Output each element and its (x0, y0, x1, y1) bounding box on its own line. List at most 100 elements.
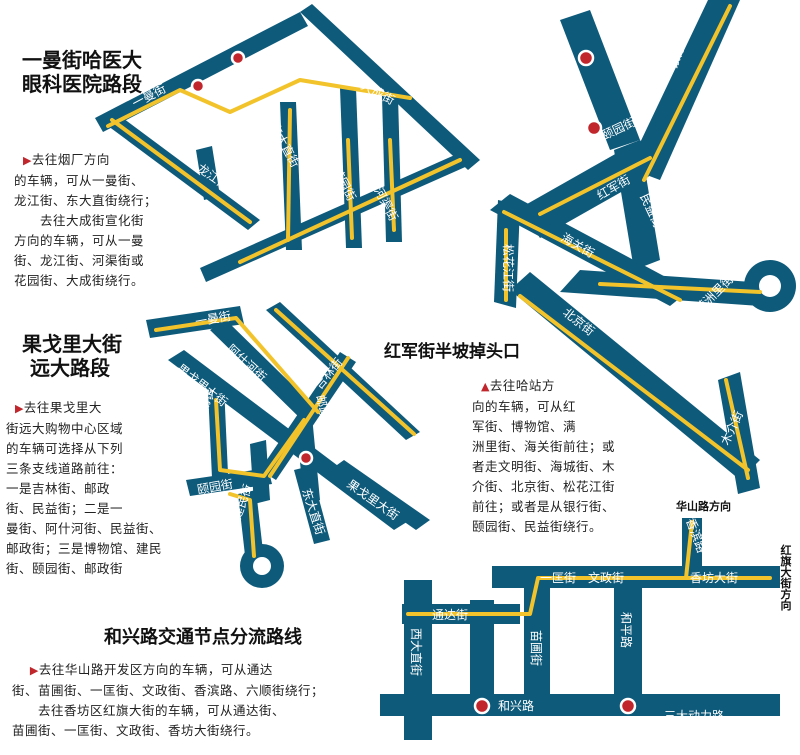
label-sanda: 三大动力路 (664, 708, 724, 723)
node-hexing (619, 697, 637, 715)
body-guoge-l5: 街、民益街；二是一 (6, 501, 124, 516)
label-yiman2: 一曼街 (194, 309, 232, 329)
title-hexing: 和兴路交通节点分流路线 (104, 627, 302, 648)
title-yiman-line2: 眼科医院路段 (22, 72, 142, 97)
road-yiman2 (146, 306, 244, 338)
node-yiyuan (577, 49, 595, 67)
body-hexing-l2: 去往香坊区红旗大街的车辆，可从通达街、 (12, 703, 286, 718)
route-guoge-5 (228, 492, 256, 558)
body-hongjun-l0: ▲去往哈站方 (480, 378, 555, 393)
title-yiman-line1: 一曼街哈医大 (22, 48, 142, 72)
body-hexing-l3: 苗圃街、一匡街、文政街、香坊大街绕行。 (12, 723, 260, 738)
road-dongda2 (294, 466, 330, 544)
body-hongjun-l4: 者走文明街、海城街、木 (472, 459, 616, 474)
road-xida (404, 580, 432, 740)
label-hongqi-direction: 红旗大街方向 (780, 544, 792, 612)
body-guoge-l2: 的车辆可选择从下列 (6, 441, 124, 456)
triangle-icon: ▲ (480, 380, 490, 393)
title-hongjun: 红军街半坡掉头口 (384, 342, 520, 362)
road-ashihe (210, 320, 320, 422)
route-guoge-4 (214, 398, 306, 478)
body-hongjun-l3: 洲里街、海关街前往；或 (472, 439, 616, 454)
road-dongda (280, 102, 302, 250)
label-yiyuan2: 颐园街 (196, 477, 234, 497)
body-guoge-l8: 街、颐园街、邮政街 (6, 561, 124, 576)
route-manzhou (598, 282, 762, 294)
body-hexing: ▶去往华山路开发区方向的车辆，可从通达 街、苗圃街、一匡街、文政街、香滨路、六顺… (12, 660, 324, 741)
node-hongjun (585, 119, 603, 137)
body-guoge: ▶去往果戈里大 街远大购物中心区域 的车辆可选择从下列 三条支线道路前往： 一是… (6, 398, 162, 579)
label-tongda: 通达街 (432, 608, 468, 622)
body-guoge-l7: 邮政街；三是博物馆、建民 (6, 541, 163, 556)
route-hequ (388, 138, 396, 232)
body-hongjun-l1: 向的车辆，可从红 (472, 399, 577, 414)
route-hongjun (538, 156, 652, 216)
road-yiyuan (560, 10, 640, 150)
body-yiman: ▶去往烟厂方向 的车辆，可从一曼街、 龙江街、东大直街绕行； 去往大成街宣化街 … (14, 150, 157, 291)
triangle-icon: ▶ (22, 154, 32, 167)
body-hongjun: ▲去往哈站方 向的车辆，可从红 军街、博物馆、满 洲里街、海关街前往；或 者走文… (472, 376, 615, 537)
label-xiangfang: 香坊大街 (690, 570, 738, 585)
node-hexing-west (473, 697, 491, 715)
roundabout-2-center (253, 557, 271, 575)
body-yiman-l3: 去往大成街宣化街 (14, 213, 145, 228)
route-dongda (286, 108, 292, 242)
label-miaopu: 苗圃街 (529, 630, 543, 666)
road-beijing (510, 272, 760, 480)
body-yiman-l0: ▶去往烟厂方向 (22, 152, 110, 167)
body-yiman-l2: 龙江街、东大直街绕行； (14, 193, 158, 208)
label-xida: 西大直街 (409, 628, 423, 676)
label-huashan-direction: 华山路方向 (676, 500, 731, 513)
body-guoge-l3: 三条支线道路前往： (6, 461, 124, 476)
roundabout-center (759, 275, 781, 297)
body-hongjun-l7: 颐园街、民益街绕行。 (472, 519, 603, 534)
label-yikuang: 一匡街 (540, 571, 576, 585)
label-heping: 和平路 (619, 612, 634, 648)
body-hexing-l0: ▶去往华山路开发区方向的车辆，可从通达 (29, 662, 273, 677)
body-yiman-l6: 花园街、大成街绕行。 (14, 273, 145, 288)
route-huayuan (346, 138, 354, 240)
body-hongjun-l2: 军街、博物馆、满 (472, 419, 577, 434)
road-left (470, 600, 494, 704)
node-yuanda (298, 450, 314, 466)
title-guoge-line2: 远大路段 (30, 356, 110, 381)
body-yiman-l4: 方向的车辆，可从一曼 (14, 233, 145, 248)
body-yiman-l1: 的车辆，可从一曼街、 (14, 173, 145, 188)
triangle-icon: ▶ (14, 402, 24, 415)
body-guoge-l0: ▶去往果戈里大 (14, 400, 102, 415)
body-guoge-l1: 街远大购物中心区域 (6, 421, 124, 436)
road-yiman (95, 12, 308, 132)
route-mujie (724, 378, 750, 480)
route-guoge-1 (154, 316, 320, 414)
route-yiman (106, 78, 412, 128)
body-hexing-l1: 街、苗圃街、一匡街、文政街、香滨路、六顺街绕行； (12, 683, 325, 698)
triangle-icon: ▶ (29, 664, 39, 677)
title-yiman: 一曼街哈医大 眼科医院路段 (22, 48, 142, 97)
label-wenzheng: 文政街 (588, 570, 624, 585)
node-hospital (230, 50, 246, 66)
title-guoge: 果戈里大街 远大路段 (22, 332, 122, 381)
body-hongjun-l5: 介街、北京街、松花江街 (472, 479, 616, 494)
route-guoge-2 (268, 356, 350, 478)
route-yinhang (642, 4, 732, 182)
route-guoge-3 (274, 308, 416, 436)
road-heping (614, 574, 642, 712)
label-hexing: 和兴路 (498, 698, 534, 713)
body-guoge-l4: 一是吉林街、邮政 (6, 481, 111, 496)
route-longjiang (110, 118, 252, 224)
region-hexing-map: 一匡街 文政街 香坊大街 香滨路 通达街 和兴路 三大动力路 西大直街 苗圃街 … (380, 516, 780, 740)
route-beijing (518, 294, 750, 472)
route-tongda (406, 520, 694, 616)
label-dongda2: 东大直街 (299, 487, 327, 537)
label-songhua: 松花江街 (501, 244, 516, 292)
route-bottom (238, 158, 462, 264)
road-guoge-low (330, 460, 430, 530)
node-yiman (190, 78, 206, 94)
body-yiman-l5: 街、龙江街、河渠街或 (14, 253, 145, 268)
title-guoge-line1: 果戈里大街 (22, 332, 122, 356)
body-guoge-l6: 曼街、阿什河街、民益街、 (6, 521, 163, 536)
road-dacheng (300, 4, 480, 170)
body-hongjun-l6: 前往；或者是从银行街、 (472, 499, 616, 514)
